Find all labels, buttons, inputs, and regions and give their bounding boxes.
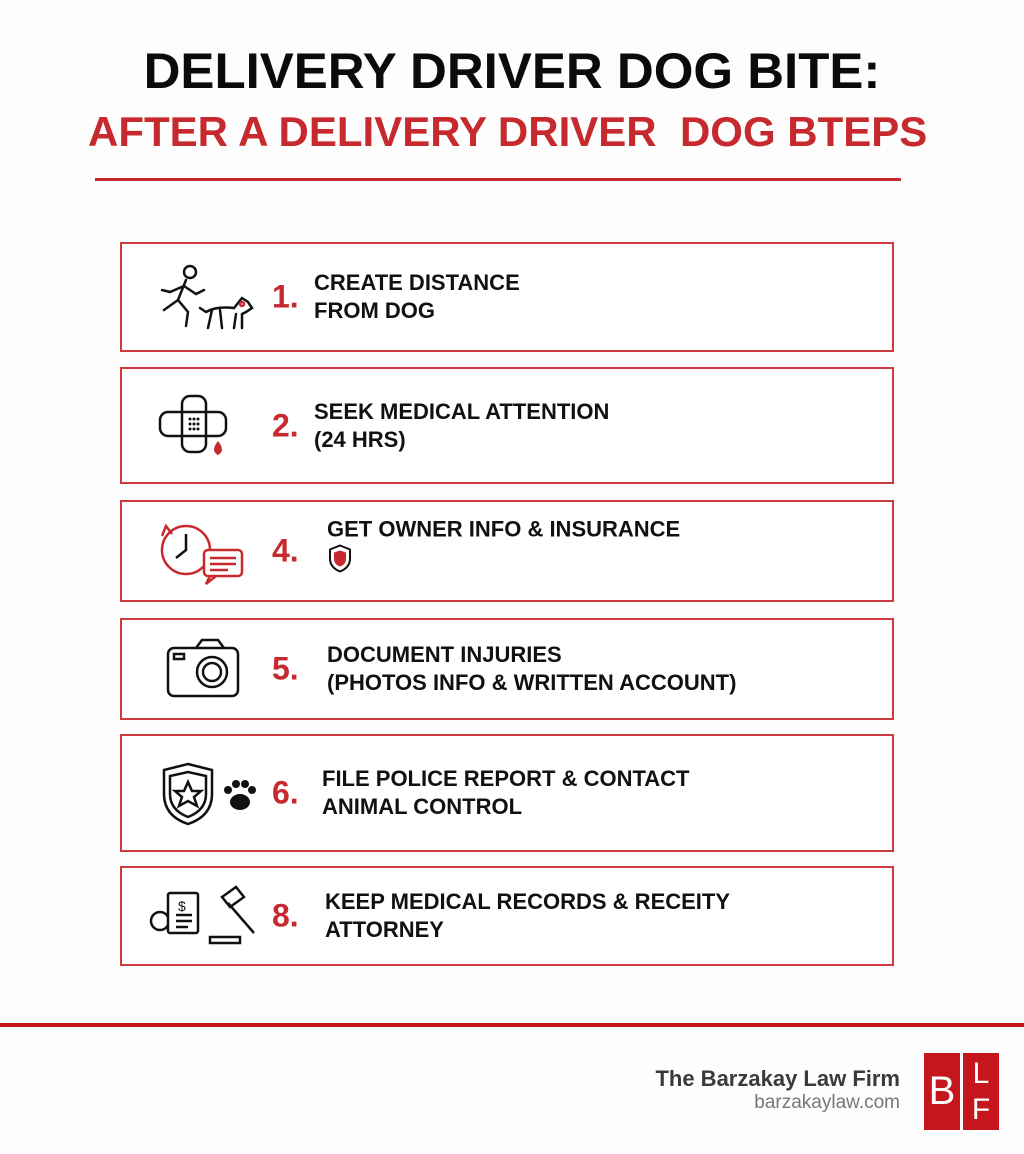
- step-line2: (24 HRS): [314, 426, 406, 452]
- step-line2: ATTORNEY: [325, 917, 444, 942]
- bandage-blood-icon: [158, 394, 228, 455]
- document-gavel-icon: $: [149, 885, 255, 945]
- step-line2: FROM DOG: [314, 298, 435, 323]
- divider: [95, 178, 901, 181]
- logo-b: B: [924, 1053, 960, 1130]
- shield-icon: [329, 544, 351, 573]
- footer-divider: [0, 1023, 1024, 1027]
- step-line1: DOCUMENT INJURIES: [327, 642, 562, 667]
- step-card-6: $ 8. KEEP MEDICAL RECORDS & RECEITY ATTOR…: [120, 866, 894, 966]
- page-subtitle: AFTER A DELIVERY DRIVER DOG BTEPS: [88, 108, 928, 155]
- running-person-dog-icon: [160, 264, 254, 330]
- step-number: 8.: [272, 897, 299, 934]
- step-line1: KEEP MEDICAL RECORDS & RECEITY: [325, 889, 731, 914]
- svg-text:$: $: [178, 898, 186, 914]
- page-title: DELIVERY DRIVER DOG BITE:: [143, 43, 881, 99]
- step-text: CREATE DISTANCE FROM DOG: [314, 269, 520, 325]
- step-text: SEEK MEDICAL ATTENTION(24 HRS): [314, 398, 609, 454]
- step-number: 1.: [272, 278, 299, 315]
- camera-icon: [166, 638, 240, 698]
- step-text: GET OWNER INFO & INSURANCE: [327, 516, 680, 581]
- step-text: KEEP MEDICAL RECORDS & RECEITY ATTORNEY: [325, 888, 730, 944]
- logo-f: F: [971, 1092, 991, 1126]
- firm-info: The Barzakay Law Firm barzakaylaw.com: [655, 1066, 900, 1114]
- step-number: 4.: [272, 532, 299, 569]
- step-line1: GET OWNER INFO & INSURANCE: [327, 516, 681, 542]
- step-card-4: 5. DOCUMENT INJURIES (PHOTOS INFO & WRITT…: [120, 618, 894, 720]
- step-number: 2.: [272, 407, 299, 443]
- step-line1: FILE POLICE REPORT & CONTACT: [322, 766, 690, 791]
- police-badge-paw-icon: [162, 762, 256, 826]
- firm-name: The Barzakay Law Firm: [655, 1066, 900, 1091]
- step-text: DOCUMENT INJURIES (PHOTOS INFO & WRITTEN …: [327, 641, 736, 697]
- step-line2: (PHOTOS INFO & WRITTEN ACCOUNT): [327, 670, 737, 695]
- firm-url[interactable]: barzakaylaw.com: [754, 1092, 900, 1113]
- step-line2: ANIMAL CONTROL: [322, 794, 523, 819]
- step-line1: CREATE DISTANCE: [314, 270, 520, 295]
- step-text: FILE POLICE REPORT & CONTACT ANIMAL CONTR…: [322, 765, 689, 821]
- step-number: 6.: [272, 774, 299, 811]
- step-number: 5.: [272, 650, 299, 687]
- step-card-2: 2. SEEK MEDICAL ATTENTION(24 HRS): [120, 367, 894, 484]
- clock-chat-icon: [160, 523, 244, 585]
- step-card-1: 1. CREATE DISTANCE FROM DOG: [120, 242, 894, 352]
- step-line1: SEEK MEDICAL ATTENTION: [314, 398, 610, 424]
- logo-l: L: [972, 1056, 990, 1090]
- step-card-5: 6. FILE POLICE REPORT & CONTACT ANIMAL CO…: [120, 734, 894, 852]
- step-card-3: 4. GET OWNER INFO & INSURANCE: [120, 500, 894, 602]
